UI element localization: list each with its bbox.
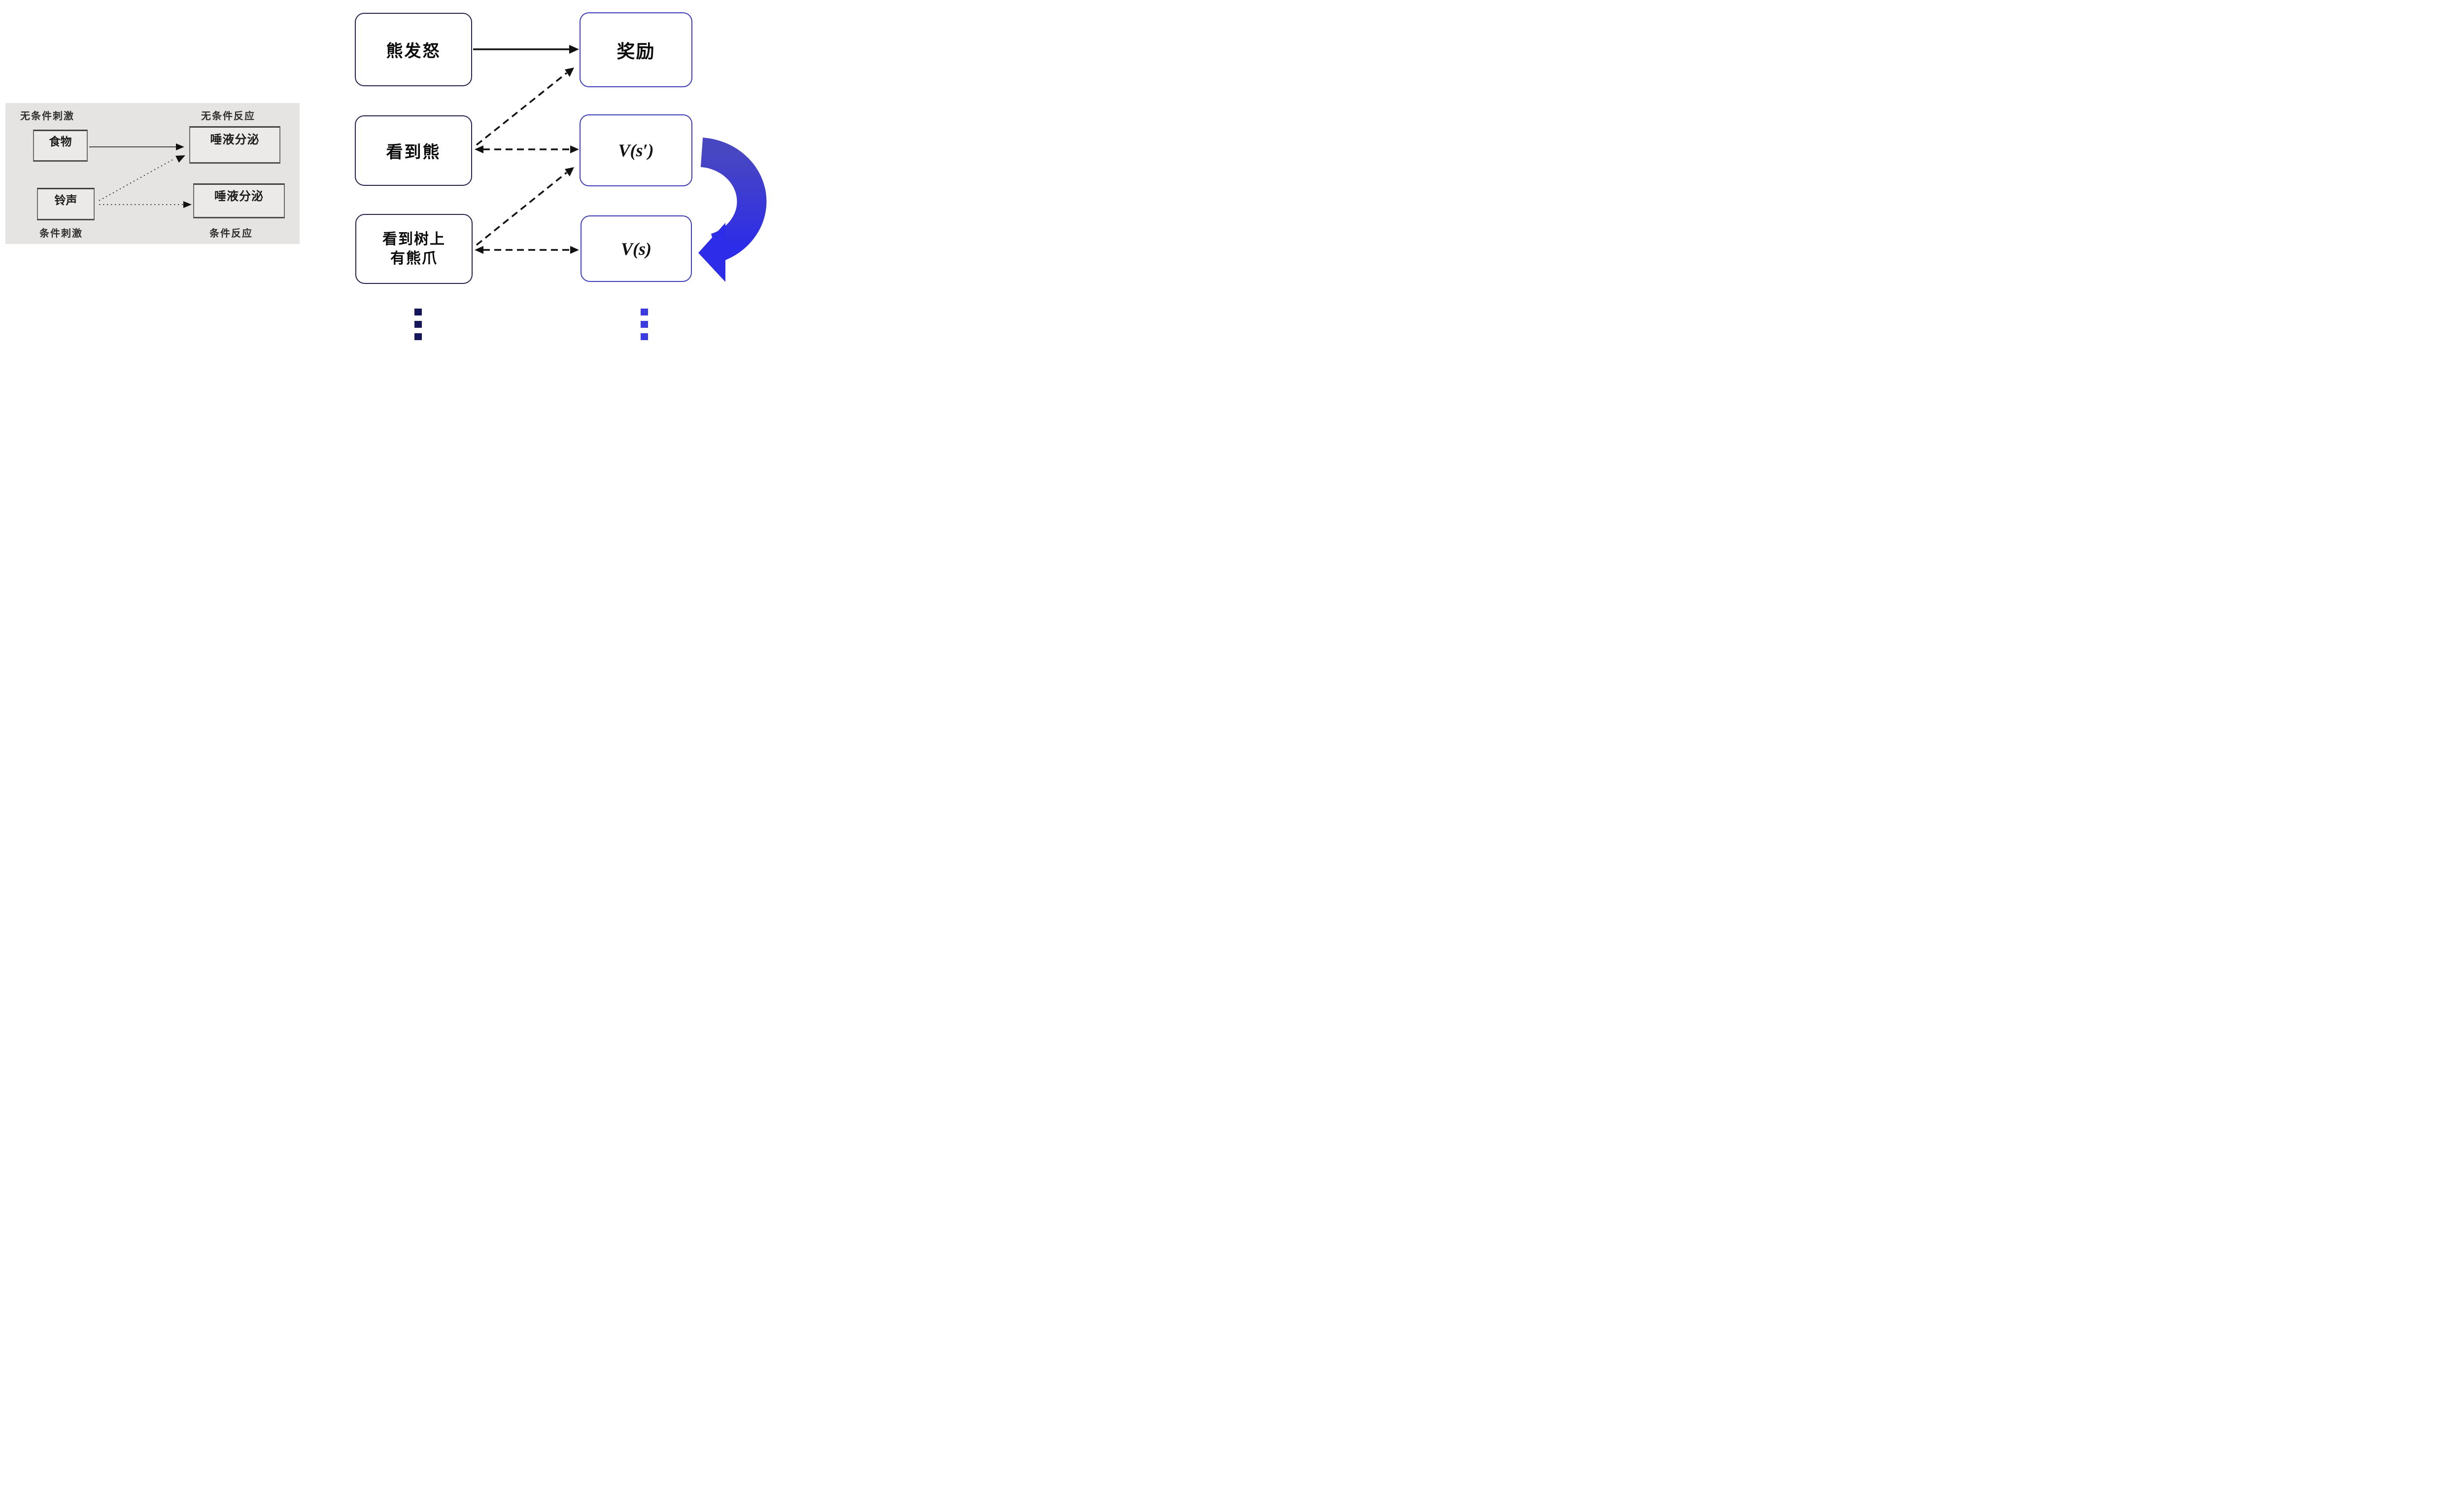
box-bell: 铃声 [37, 188, 95, 220]
box-reward-label: 奖励 [616, 42, 655, 62]
conditioning-panel: 无条件刺激 无条件反应 条件刺激 条件反应 食物 唾液分泌 铃声 唾液分泌 [5, 103, 300, 244]
arrow-see-bear-value-next [475, 145, 579, 153]
arrow-see-claw-value-current [475, 246, 579, 254]
label-unconditioned-stimulus: 无条件刺激 [20, 111, 74, 122]
box-food: 食物 [33, 130, 88, 162]
box-see-bear: 看到熊 [355, 115, 472, 186]
label-unconditioned-response: 无条件反应 [201, 111, 255, 122]
box-see-bear-label: 看到熊 [386, 143, 441, 162]
box-salivation-conditioned: 唾液分泌 [193, 183, 285, 218]
value-next-state-formula: V(s′) [618, 140, 654, 160]
box-value-next-state: V(s′) [580, 114, 692, 186]
box-bear-angry: 熊发怒 [355, 13, 472, 86]
value-current-state-formula: V(s) [621, 239, 651, 259]
label-conditioned-stimulus: 条件刺激 [39, 228, 83, 239]
arrow-see-bear-to-reward [476, 68, 574, 146]
label-conditioned-response: 条件反应 [209, 228, 253, 239]
loop-arrow-value-update [698, 138, 767, 282]
box-see-bear-claw: 看到树上 有熊爪 [355, 214, 473, 284]
box-food-label: 食物 [49, 135, 72, 148]
box-bell-label: 铃声 [54, 194, 77, 207]
box-salivation-unconditioned-label: 唾液分泌 [210, 133, 260, 146]
box-salivation-unconditioned: 唾液分泌 [189, 126, 280, 164]
arrow-bear-to-reward [473, 45, 579, 54]
arrow-see-claw-to-value-next [476, 167, 574, 246]
box-bear-angry-label: 熊发怒 [386, 42, 441, 61]
box-value-current-state: V(s) [581, 215, 692, 282]
vertical-ellipsis-stimulus-icon [414, 309, 422, 346]
box-salivation-conditioned-label: 唾液分泌 [214, 190, 264, 203]
vertical-ellipsis-value-icon [641, 309, 648, 346]
box-reward: 奖励 [580, 12, 692, 87]
box-see-bear-claw-line2: 有熊爪 [390, 250, 438, 267]
box-see-bear-claw-line1: 看到树上 [382, 231, 445, 247]
